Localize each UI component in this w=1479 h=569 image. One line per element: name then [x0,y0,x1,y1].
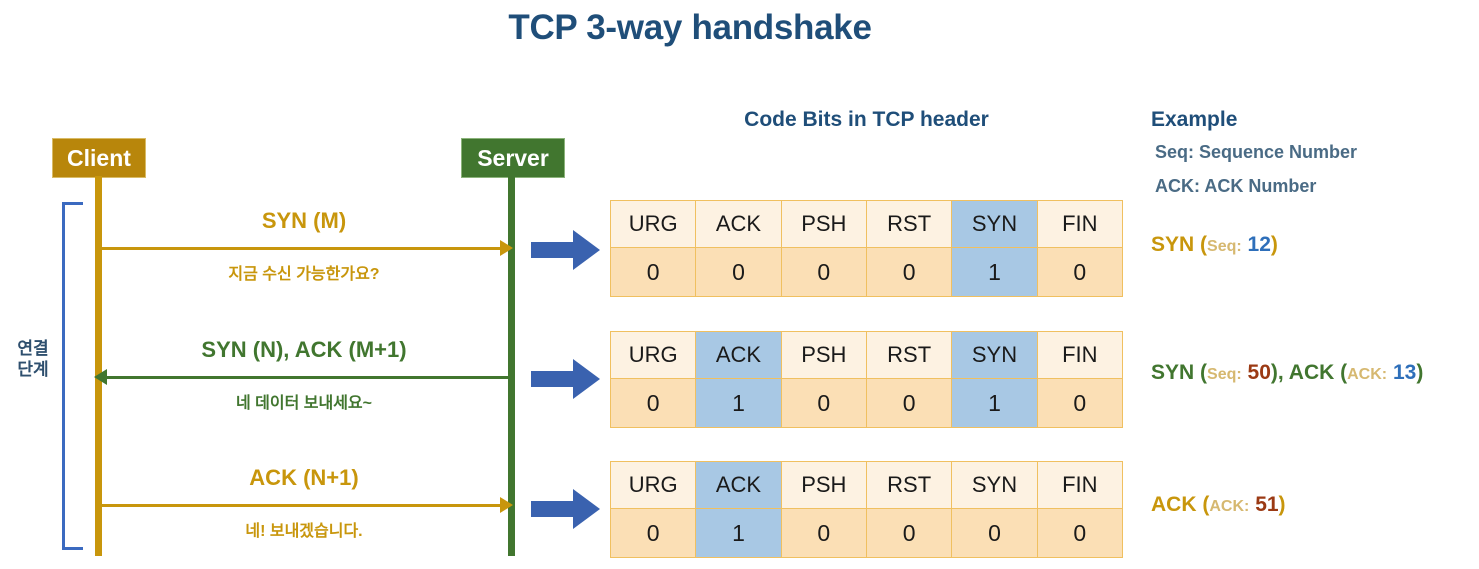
bit-header-cell: ACK [695,331,782,379]
example-line-ack: ACK (ACK: 51) [1151,493,1286,517]
table-value-row: 0 0 0 0 1 0 [609,247,1124,297]
example-key: ACK: [1347,366,1388,383]
bit-header-cell: FIN [1036,331,1124,379]
message-caption: 네 데이터 보내세요~ [236,395,372,412]
bit-header-cell: RST [865,461,953,509]
example-key: ACK: [1209,498,1250,515]
example-close-paren: ) [1416,361,1424,384]
client-lifeline [95,176,102,556]
bit-value-cell: 0 [951,508,1038,558]
bit-value-cell: 0 [780,247,867,297]
message-label: ACK (N+1) [249,465,359,490]
bit-header-cell: RST [865,200,953,248]
connection-phase-bracket [62,202,83,550]
bit-header-cell: URG [609,331,697,379]
example-line-syn: SYN (Seq: 12) [1151,233,1278,257]
example-flag: SYN [1151,233,1195,256]
table-header-row: URG ACK PSH RST SYN FIN [609,200,1124,248]
bit-value-cell: 0 [865,247,953,297]
example-key: Seq: [1207,238,1242,255]
client-node: Client [52,138,146,178]
bit-value-cell: 0 [1036,247,1124,297]
bit-header-cell: URG [609,461,697,509]
bit-header-cell: RST [865,331,953,379]
example-open-paren: ( [1200,361,1208,384]
bit-header-cell: FIN [1036,461,1124,509]
bit-value-cell: 1 [695,508,782,558]
code-bits-table-ack: URG ACK PSH RST SYN FIN 0 1 0 0 0 0 [609,461,1124,558]
example-value: 13 [1392,361,1417,384]
bit-value-cell: 0 [609,508,697,558]
table-header-row: URG ACK PSH RST SYN FIN [609,331,1124,379]
bit-value-cell: 0 [780,378,867,428]
example-middle: ), ACK ( [1270,361,1348,384]
bit-value-cell: 1 [951,378,1038,428]
bit-header-cell: ACK [695,200,782,248]
bit-header-cell: SYN [951,461,1038,509]
message-caption: 지금 수신 가능한가요? [228,266,380,283]
example-heading: Example [1151,108,1238,131]
message-arrow-line [99,376,509,379]
server-lifeline [508,176,515,556]
example-value: 12 [1247,233,1271,256]
example-line-syn-ack: SYN (Seq: 50), ACK (ACK: 13) [1151,361,1423,385]
table-value-row: 0 1 0 0 0 0 [609,508,1124,558]
example-open-paren: ( [1200,233,1208,256]
message-arrow-line [99,504,509,507]
message-label: SYN (N), ACK (M+1) [201,337,407,362]
bit-header-cell: PSH [780,461,867,509]
bit-value-cell: 0 [695,247,782,297]
bit-header-cell: SYN [951,200,1038,248]
bit-value-cell: 0 [1036,508,1124,558]
table-header-row: URG ACK PSH RST SYN FIN [609,461,1124,509]
message-row-syn-ack: SYN (N), ACK (M+1) 네 데이터 보내세요~ [94,327,513,437]
code-bits-heading: Code Bits in TCP header [744,108,989,131]
page-title: TCP 3-way handshake [508,8,872,47]
example-flag: SYN [1151,361,1195,384]
right-block-arrow-icon [531,487,601,531]
bit-value-cell: 0 [865,508,953,558]
bit-header-cell: URG [609,200,697,248]
example-value: 51 [1255,493,1279,516]
bit-value-cell: 0 [609,247,697,297]
bit-header-cell: PSH [780,331,867,379]
bit-value-cell: 0 [780,508,867,558]
phase-label-line1: 연결 [17,339,49,358]
right-block-arrow-icon [531,357,601,401]
arrow-head-right-icon [500,497,513,513]
arrow-head-left-icon [94,369,107,385]
bit-value-cell: 1 [951,247,1038,297]
connection-phase-label: 연결 단계 [8,338,58,380]
table-value-row: 0 1 0 0 1 0 [609,378,1124,428]
bit-header-cell: SYN [951,331,1038,379]
bit-header-cell: ACK [695,461,782,509]
message-row-syn: SYN (M) 지금 수신 가능한가요? [95,198,513,308]
message-label: SYN (M) [261,208,347,233]
server-node: Server [461,138,565,178]
example-open-paren: ( [1202,493,1210,516]
message-caption: 네! 보내겠습니다. [245,523,363,540]
bit-value-cell: 0 [865,378,953,428]
example-value: 50 [1247,361,1271,384]
example-close-paren: ) [1270,233,1278,256]
example-flag: ACK [1151,493,1197,516]
right-block-arrow-icon [531,228,601,272]
message-row-ack: ACK (N+1) 네! 보내겠습니다. [95,455,513,565]
example-close-paren: ) [1278,493,1286,516]
code-bits-table-syn: URG ACK PSH RST SYN FIN 0 0 0 0 1 0 [609,200,1124,297]
example-legend-ack: ACK: ACK Number [1155,176,1317,196]
bit-value-cell: 0 [609,378,697,428]
bit-value-cell: 0 [1036,378,1124,428]
arrow-head-right-icon [500,240,513,256]
bit-header-cell: FIN [1036,200,1124,248]
phase-label-line2: 단계 [17,360,49,379]
example-key: Seq: [1207,366,1242,383]
bit-value-cell: 1 [695,378,782,428]
bit-header-cell: PSH [780,200,867,248]
message-arrow-line [99,247,509,250]
example-legend-seq: Seq: Sequence Number [1155,142,1358,162]
code-bits-table-syn-ack: URG ACK PSH RST SYN FIN 0 1 0 0 1 0 [609,331,1124,428]
